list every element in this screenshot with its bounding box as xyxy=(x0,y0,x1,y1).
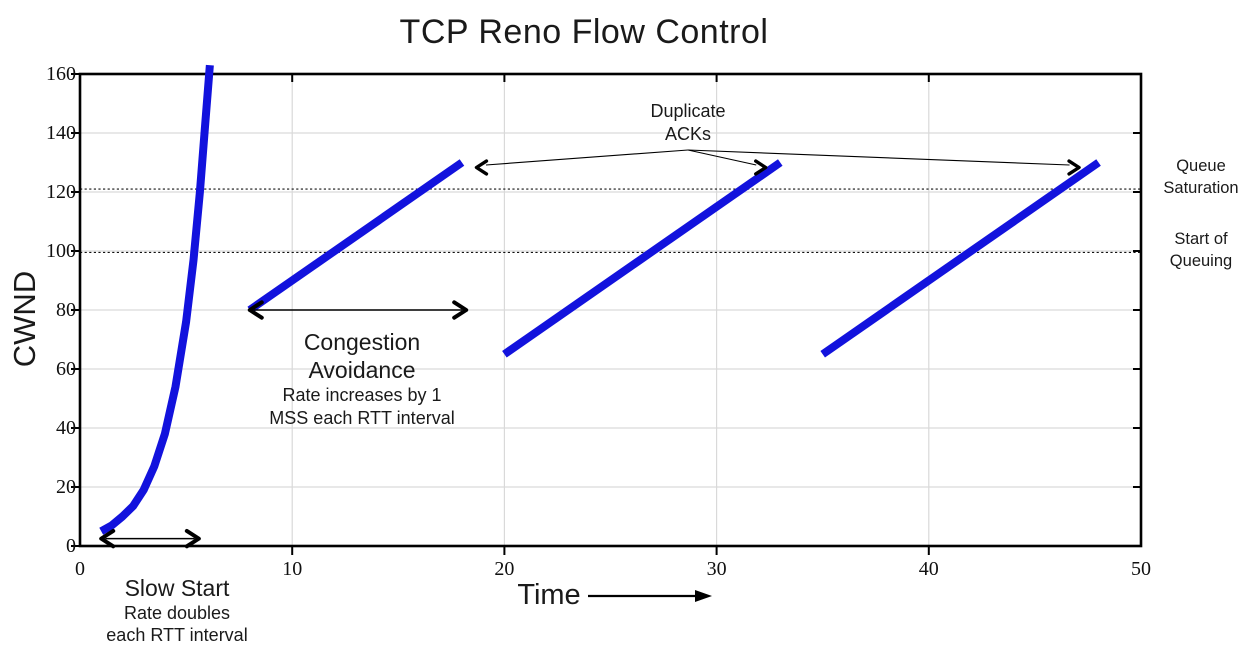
annotation-congestion-avoidance: Congestion Avoidance Rate increases by 1… xyxy=(269,328,454,430)
x-tick-label-0: 0 xyxy=(75,558,85,580)
y-tick-label-100: 100 xyxy=(46,240,76,262)
annotation-ss-desc-line1: Rate doubles xyxy=(123,603,231,623)
y-tick-label-120: 120 xyxy=(46,181,76,203)
annotation-ca-desc-line2: MSS each RTT interval xyxy=(269,408,455,428)
annotation-duplicate-acks: Duplicate ACKs xyxy=(650,100,725,146)
x-tick-label-20: 20 xyxy=(494,558,515,580)
time-arrow-head xyxy=(695,590,712,602)
x-tick-label-10: 10 xyxy=(282,558,303,580)
duplicate-acks-pointer-1 xyxy=(485,149,689,166)
congestion-avoidance-span-arrow-left-arrowhead xyxy=(247,300,264,320)
x-axis-label: Time xyxy=(517,579,581,611)
duplicate-acks-arrowhead-2 xyxy=(754,159,768,176)
y-tick-label-80: 80 xyxy=(56,299,76,321)
queue-saturation-line2: Saturation xyxy=(1163,179,1239,197)
reference-label-queue-saturation: Queue Saturation xyxy=(1163,155,1238,199)
slow-start-span-arrow-left-arrowhead xyxy=(99,528,116,549)
series-slow-start xyxy=(99,64,214,535)
duplicate-acks-arrowhead-1 xyxy=(474,159,489,176)
series-congestion-avoidance-3 xyxy=(820,159,1101,358)
slow-start-span-arrow-right-arrowhead xyxy=(184,528,201,549)
annotation-ca-title-line1: Congestion xyxy=(303,329,421,355)
duplicate-acks-pointer-2 xyxy=(687,149,757,166)
congestion-avoidance-span-arrow-right-arrowhead xyxy=(452,300,469,320)
duplicate-acks-arrowhead-3 xyxy=(1067,159,1081,176)
start-of-queuing-line1: Start of xyxy=(1174,230,1228,248)
annotation-duplicate-acks-line2: ACKs xyxy=(664,124,712,144)
y-tick-label-40: 40 xyxy=(56,417,76,439)
x-tick-label-40: 40 xyxy=(918,558,939,580)
start-of-queuing-line2: Queuing xyxy=(1169,252,1233,270)
annotation-duplicate-acks-line1: Duplicate xyxy=(650,101,726,121)
y-tick-label-20: 20 xyxy=(56,476,76,498)
series-congestion-avoidance-1 xyxy=(247,159,465,314)
y-tick-label-160: 160 xyxy=(46,63,76,85)
annotation-ss-desc-line2: each RTT interval xyxy=(106,625,248,645)
annotation-ca-title-line2: Avoidance xyxy=(308,357,416,383)
series-congestion-avoidance-2 xyxy=(502,159,783,358)
reference-label-start-of-queuing: Start of Queuing xyxy=(1170,228,1232,272)
annotation-ca-desc-line1: Rate increases by 1 xyxy=(282,385,442,405)
annotation-slow-start: Slow Start Rate doubles each RTT interva… xyxy=(106,575,247,646)
y-tick-label-0: 0 xyxy=(66,535,76,557)
duplicate-acks-pointer-3 xyxy=(687,149,1070,166)
y-tick-label-140: 140 xyxy=(46,122,76,144)
queue-saturation-line1: Queue xyxy=(1176,157,1226,175)
y-tick-label-60: 60 xyxy=(56,358,76,380)
annotation-ss-title: Slow Start xyxy=(124,575,230,601)
x-tick-label-30: 30 xyxy=(706,558,727,580)
chart-title: TCP Reno Flow Control xyxy=(399,13,769,51)
x-tick-label-50: 50 xyxy=(1131,558,1151,580)
